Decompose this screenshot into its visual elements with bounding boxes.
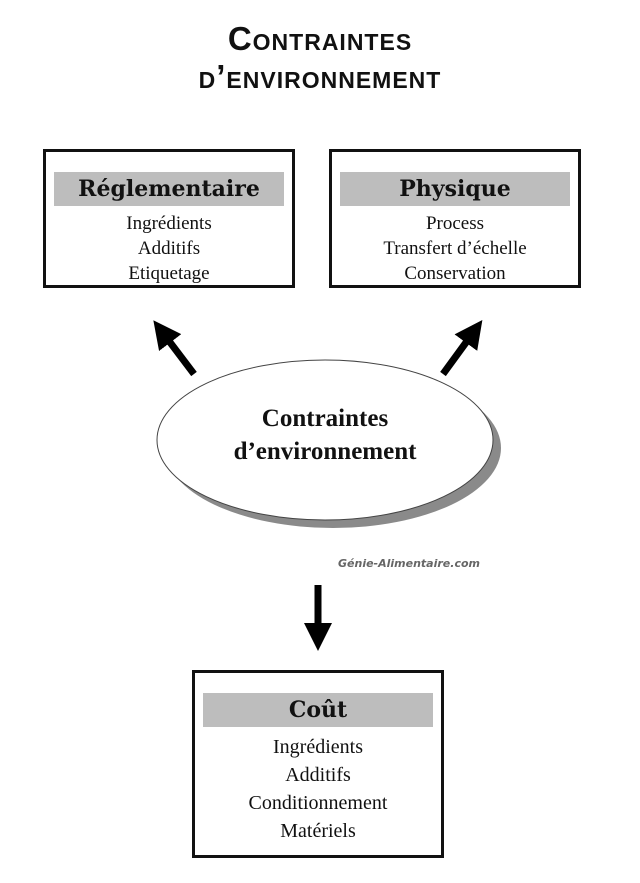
arrow-to-reglementaire [153,320,197,377]
list-item: Process [425,213,485,234]
arrow-to-physique [440,320,483,377]
list-item: Additifs [137,238,201,259]
box-cout: Coût Ingrédients Additifs Conditionnemen… [192,670,444,858]
center-ellipse [156,359,494,521]
box-header: Réglementaire [54,172,284,206]
list-item: Ingrédients [273,736,363,758]
list-item: Transfert d’échelle [383,238,527,259]
list-item: Etiquetage [128,263,210,284]
box-reglementaire: Réglementaire Ingrédients Additifs Etiqu… [43,149,295,288]
center-line-1: Contraintes [261,405,389,432]
list-item: Additifs [285,764,351,786]
title-line-2: d’environnement [198,58,442,95]
list-item: Matériels [280,820,356,842]
title-line-1: Contraintes [227,20,413,57]
list-item: Conditionnement [248,792,388,814]
watermark: Génie-Alimentaire.com [338,557,480,570]
box-header: Physique [340,172,570,206]
list-item: Ingrédients [126,213,212,234]
list-item: Conservation [404,263,506,284]
center-label: Contraintes d’environnement [155,402,495,468]
box-header: Coût [203,693,433,727]
center-line-2: d’environnement [233,438,417,465]
box-physique: Physique Process Transfert d’échelle Con… [329,149,581,288]
